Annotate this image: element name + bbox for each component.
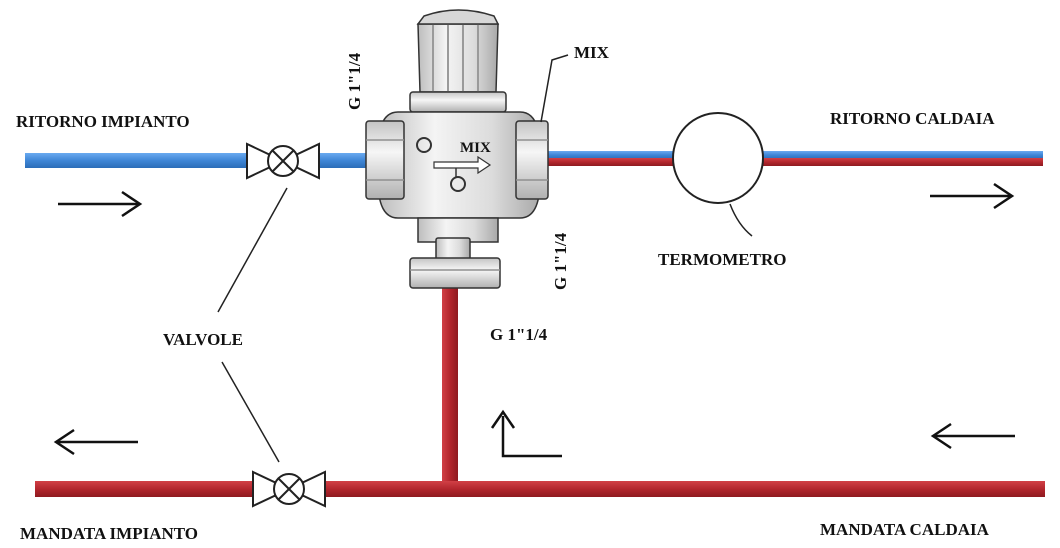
arrow-left-icon xyxy=(930,422,1015,450)
valve-body-mix-text: MIX xyxy=(460,140,491,156)
label-thread-right: G 1"1/4 xyxy=(551,232,570,290)
mandata-pipe xyxy=(35,481,1045,497)
arrow-left-icon xyxy=(53,428,138,456)
label-mandata-impianto: MANDATA IMPIANTO xyxy=(20,524,198,543)
label-mandata-caldaia: MANDATA CALDAIA xyxy=(820,520,990,539)
label-thread-bottom: G 1"1/4 xyxy=(490,325,548,344)
ball-valve-icon xyxy=(252,470,326,508)
label-ritorno-impianto: RITORNO IMPIANTO xyxy=(16,112,190,131)
label-ritorno-caldaia: RITORNO CALDAIA xyxy=(830,109,995,128)
label-mix: MIX xyxy=(574,43,610,62)
thermometer-gauge-icon xyxy=(672,112,764,204)
label-thread-left: G 1"1/4 xyxy=(345,52,364,110)
thermostatic-mixing-valve-icon xyxy=(365,9,549,289)
ritorno-caldaia-pipe xyxy=(545,151,1043,166)
mix-leader xyxy=(540,54,569,123)
bypass-vertical-pipe xyxy=(442,288,458,484)
valvole-leader-top xyxy=(217,187,288,313)
valvole-leader-bottom xyxy=(221,361,280,463)
termometro-leader xyxy=(729,203,753,237)
corner-up-arrow-icon xyxy=(490,409,562,458)
ball-valve-icon xyxy=(246,142,320,180)
arrow-right-icon xyxy=(58,190,143,218)
arrow-right-icon xyxy=(930,182,1015,210)
label-termometro: TERMOMETRO xyxy=(658,250,786,269)
label-valvole: VALVOLE xyxy=(163,330,243,349)
